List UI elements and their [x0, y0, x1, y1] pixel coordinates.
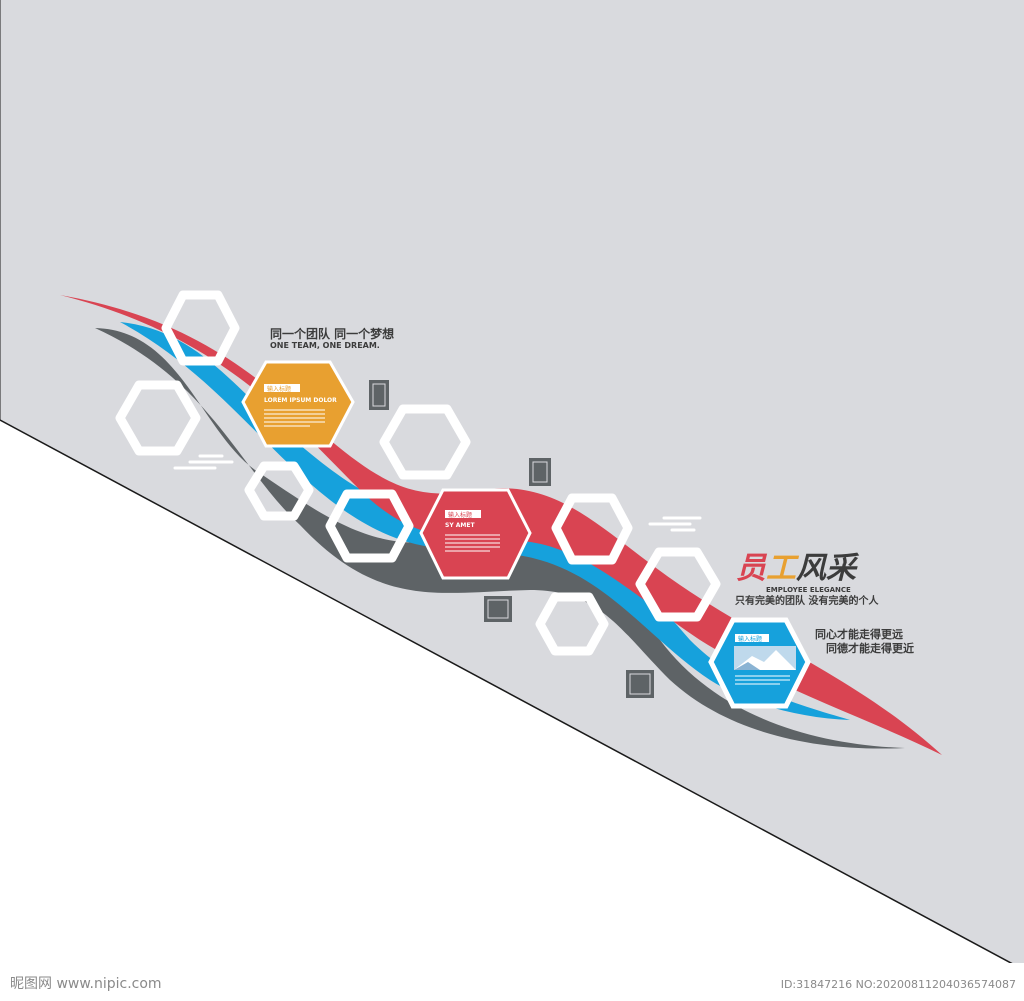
heading-cn: 员工风采: [736, 551, 860, 586]
heading-subtitle: 只有完美的团队 没有完美的个人: [735, 594, 879, 607]
mountain-photo: [734, 646, 796, 670]
heading-chars-dark: 风采: [796, 551, 860, 586]
hexagon-outline: [379, 404, 471, 480]
hexagon-outline: [635, 547, 721, 622]
hexagon-outline: [115, 380, 201, 456]
heading-char-red: 员: [736, 551, 768, 586]
hexagon-outline: [161, 290, 240, 366]
heading-line1: 同心才能走得更远: [815, 627, 903, 641]
seal-stamp: [626, 670, 654, 698]
watermark-left: 昵图网 www.nipic.com: [10, 976, 162, 992]
cloud-swirl: [173, 454, 234, 470]
cloud-swirl: [648, 516, 702, 532]
wall-edge: [0, 419, 1024, 971]
hexagon-outline: [325, 489, 414, 563]
hexagon-outline: [535, 592, 609, 656]
card-orange-hexagon: [241, 360, 355, 448]
card-blue-tag: 输入标题: [738, 635, 762, 643]
watermark-right: ID:31847216 NO:20200811204036574087: [781, 978, 1016, 991]
hexagon-outline: [551, 493, 633, 565]
heading-char-orange: 工: [766, 551, 800, 586]
slogan-cn: 同一个团队 同一个梦想: [270, 326, 394, 341]
card-red-tag-bg: [445, 510, 481, 518]
card-orange-tag: 输入标题: [267, 385, 291, 393]
card-red-hexagon: [419, 488, 532, 580]
seal-stamp: [529, 458, 551, 486]
card-red-title: SY AMET: [445, 522, 475, 529]
card-red-tag: 输入标题: [448, 511, 472, 519]
heading-en: EMPLOYEE ELEGANCE: [766, 586, 851, 594]
seal-stamp: [369, 380, 389, 410]
card-orange-tag-bg: [264, 384, 300, 392]
card-orange-title: LOREM IPSUM DOLOR: [264, 397, 337, 404]
heading-line2: 同德才能走得更近: [826, 641, 914, 655]
watermark-bar: [0, 963, 1024, 1001]
slogan-en: ONE TEAM, ONE DREAM.: [270, 341, 380, 350]
wall-panel: [0, 0, 1024, 970]
card-blue-tag-bg: [735, 634, 769, 642]
hexagon-outline: [244, 461, 314, 521]
seal-stamp: [484, 596, 512, 622]
